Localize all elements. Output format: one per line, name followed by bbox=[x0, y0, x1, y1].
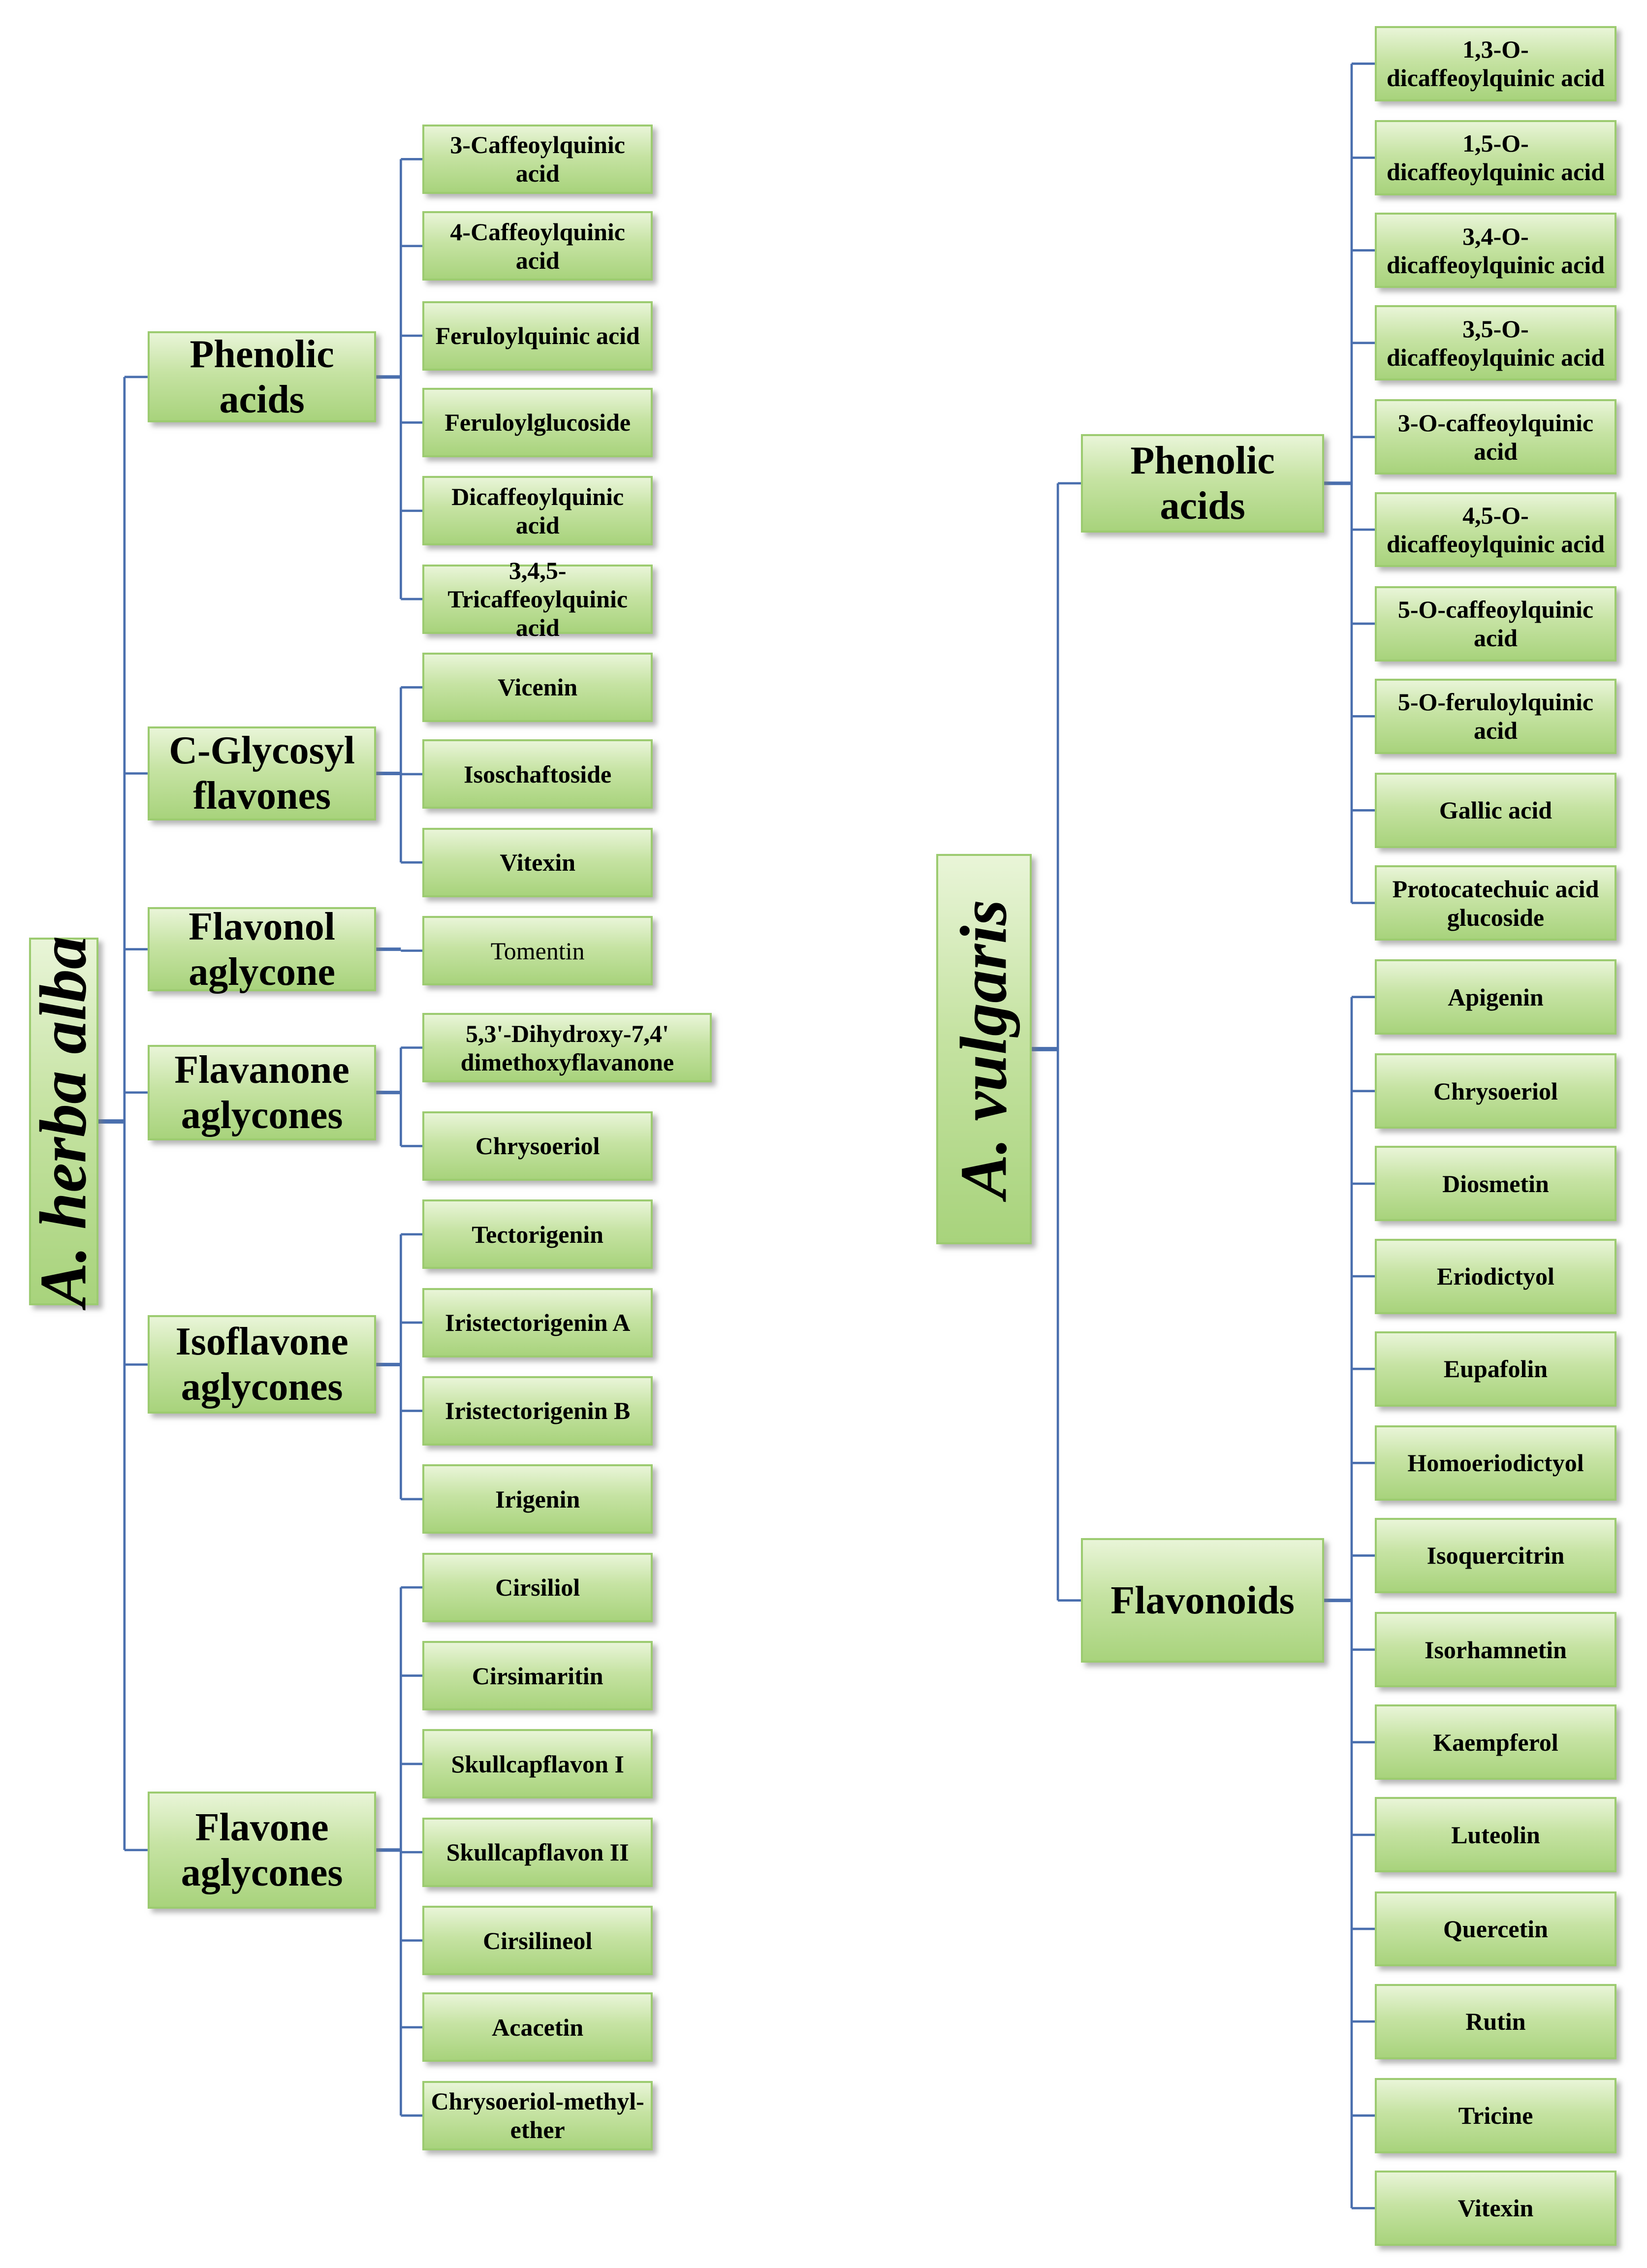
compound-quercetin: Quercetin bbox=[1375, 1891, 1616, 1967]
compound-isoquercitrin: Isoquercitrin bbox=[1375, 1518, 1616, 1593]
compound-apigenin: Apigenin bbox=[1375, 959, 1616, 1035]
category-flavone-aglycones: Flavone aglycones bbox=[147, 1791, 377, 1909]
category-flavonoids: Flavonoids bbox=[1081, 1538, 1325, 1663]
compound-3-4-5-tricaffeoylquinic-acid: 3,4,5-Tricaffeoylquinic acid bbox=[422, 557, 653, 641]
compound-rutin: Rutin bbox=[1375, 1984, 1616, 2059]
compound-irigenin: Irigenin bbox=[422, 1464, 653, 1534]
category-isoflavone-aglycones: Isoflavone aglycones bbox=[147, 1315, 377, 1414]
compound-3-5-o-dicaffeoylquinic-acid: 3,5-O-dicaffeoylquinic acid bbox=[1375, 305, 1616, 381]
compound-3-o-caffeoylquinic-acid: 3-O-caffeoylquinic acid bbox=[1375, 399, 1616, 475]
compound-4-caffeoylquinic-acid: 4-Caffeoylquinic acid bbox=[422, 211, 653, 281]
compound-dicaffeoylquinic-acid: Dicaffeoylquinic acid bbox=[422, 476, 653, 546]
compound-vitexin: Vitexin bbox=[422, 827, 653, 897]
compound-cirsiliol: Cirsiliol bbox=[422, 1552, 653, 1622]
root-label: A. herba alba bbox=[27, 936, 100, 1307]
compound-diosmetin: Diosmetin bbox=[1375, 1146, 1616, 1222]
compound-kaempferol: Kaempferol bbox=[1375, 1704, 1616, 1780]
compound-feruloylglucoside: Feruloylglucoside bbox=[422, 387, 653, 458]
compound-cirsimaritin: Cirsimaritin bbox=[422, 1640, 653, 1711]
compound-luteolin: Luteolin bbox=[1375, 1797, 1616, 1873]
category-phenolic-acids: Phenolic acids bbox=[1081, 434, 1325, 533]
compound-vicenin: Vicenin bbox=[422, 652, 653, 723]
compound-isorhamnetin: Isorhamnetin bbox=[1375, 1612, 1616, 1688]
category-phenolic-acids: Phenolic acids bbox=[147, 331, 377, 423]
compound-skullcapflavon-ii: Skullcapflavon II bbox=[422, 1817, 653, 1887]
compound-cirsilineol: Cirsilineol bbox=[422, 1905, 653, 1976]
compound-eriodictyol: Eriodictyol bbox=[1375, 1238, 1616, 1314]
compound-iristectorigenin-b: Iristectorigenin B bbox=[422, 1376, 653, 1446]
compound-acacetin: Acacetin bbox=[422, 1992, 653, 2062]
compound-tectorigenin: Tectorigenin bbox=[422, 1199, 653, 1269]
compound-skullcapflavon-i: Skullcapflavon I bbox=[422, 1729, 653, 1799]
compound-feruloylquinic-acid: Feruloylquinic acid bbox=[422, 301, 653, 371]
compound-eupafolin: Eupafolin bbox=[1375, 1331, 1616, 1407]
compound-1-5-o-dicaffeoylquinic-acid: 1,5-O-dicaffeoylquinic acid bbox=[1375, 120, 1616, 195]
compound-4-5-o-dicaffeoylquinic-acid: 4,5-O-dicaffeoylquinic acid bbox=[1375, 492, 1616, 567]
compound-1-3-o-dicaffeoylquinic-acid: 1,3-O-dicaffeoylquinic acid bbox=[1375, 26, 1616, 101]
compound-chrysoeriol: Chrysoeriol bbox=[1375, 1053, 1616, 1129]
compound-protocatechuic-acid-glucoside: Protocatechuic acid glucoside bbox=[1375, 865, 1616, 941]
compound-iristectorigenin-a: Iristectorigenin A bbox=[422, 1288, 653, 1357]
category-flavanone-aglycones: Flavanone aglycones bbox=[147, 1044, 377, 1140]
compound-tomentin: Tomentin bbox=[422, 916, 653, 986]
root-a-vulgaris: A. vulgaris bbox=[936, 853, 1032, 1245]
compound-5-o-feruloylquinic-acid: 5-O-feruloylquinic acid bbox=[1375, 678, 1616, 754]
category-c-glycosyl-flavones: C-Glycosyl flavones bbox=[147, 726, 377, 820]
category-flavonol-aglycone: Flavonol aglycone bbox=[147, 905, 377, 994]
compound-5-o-caffeoylquinic-acid: 5-O-caffeoylquinic acid bbox=[1375, 586, 1616, 662]
compound-chrysoeriol-methyl-ether: Chrysoeriol-methyl-ether bbox=[422, 2080, 653, 2150]
compound-vitexin: Vitexin bbox=[1375, 2171, 1616, 2246]
compound-isoschaftoside: Isoschaftoside bbox=[422, 739, 653, 809]
root-label: A. vulgaris bbox=[947, 899, 1021, 1199]
compound-homoeriodictyol: Homoeriodictyol bbox=[1375, 1425, 1616, 1501]
compound-3-caffeoylquinic-acid: 3-Caffeoylquinic acid bbox=[422, 124, 653, 194]
compound-gallic-acid: Gallic acid bbox=[1375, 772, 1616, 848]
root-a-herba-alba: A. herba alba bbox=[27, 936, 100, 1307]
compound-chrysoeriol: Chrysoeriol bbox=[422, 1111, 653, 1181]
compound-5-3-dihydroxy-7-4-dimethoxyflavanone: 5,3'-Dihydroxy-7,4' dimethoxyflavanone bbox=[422, 1013, 712, 1083]
compound-3-4-o-dicaffeoylquinic-acid: 3,4-O-dicaffeoylquinic acid bbox=[1375, 213, 1616, 288]
compound-tricine: Tricine bbox=[1375, 2078, 1616, 2153]
